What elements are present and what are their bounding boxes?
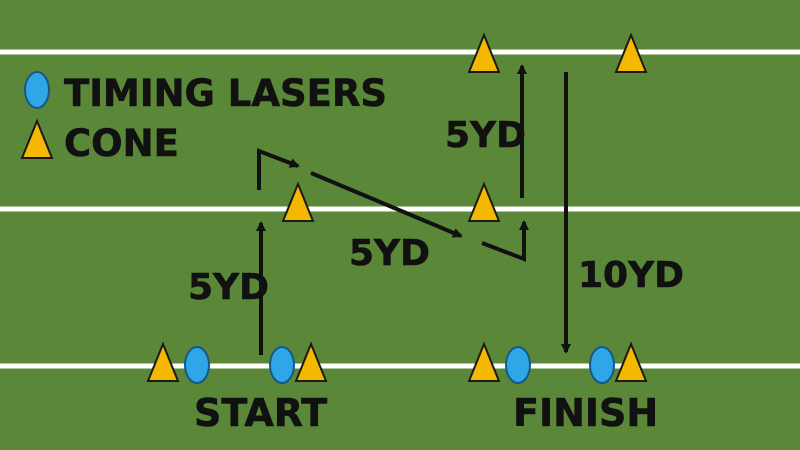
finish-label: FINISH xyxy=(513,391,658,435)
distance-label-diagonal: 5YD xyxy=(349,233,430,274)
cone xyxy=(281,181,315,222)
timing-laser xyxy=(505,346,531,384)
timing-laser-icon xyxy=(24,71,50,109)
start-label: START xyxy=(194,391,327,435)
legend: TIMING LASERS CONE xyxy=(20,71,387,165)
cone-icon xyxy=(20,118,54,159)
timing-laser xyxy=(589,346,615,384)
cone xyxy=(467,32,501,73)
cone xyxy=(614,32,648,73)
arrow-cut-up-2 xyxy=(481,220,529,262)
cone xyxy=(467,341,501,382)
legend-cone-label: CONE xyxy=(64,122,179,165)
timing-laser xyxy=(269,346,295,384)
distance-label-upper: 5YD xyxy=(445,115,526,156)
route xyxy=(256,64,571,355)
cone xyxy=(467,181,501,222)
cone xyxy=(146,341,180,382)
cone xyxy=(294,341,328,382)
arrow-cut-right-1 xyxy=(257,148,300,190)
cone xyxy=(614,341,648,382)
timing-laser xyxy=(184,346,210,384)
arrow-diagonal-run xyxy=(310,171,463,238)
legend-timing-lasers-label: TIMING LASERS xyxy=(64,72,387,115)
distance-label-return: 10YD xyxy=(578,255,684,296)
distance-label-first: 5YD xyxy=(188,267,269,308)
